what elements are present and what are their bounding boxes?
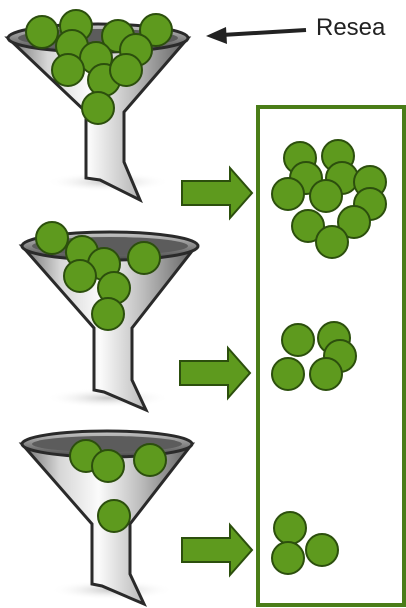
green-ball xyxy=(91,297,125,331)
green-ball xyxy=(127,241,161,275)
green-ball xyxy=(305,533,339,567)
right-arrow-icon xyxy=(179,345,252,401)
results-box xyxy=(256,105,406,607)
green-ball xyxy=(309,357,343,391)
right-arrow-icon xyxy=(181,165,254,221)
green-ball xyxy=(35,221,69,255)
green-ball xyxy=(91,449,125,483)
green-ball xyxy=(271,177,305,211)
green-ball xyxy=(273,511,307,545)
green-ball xyxy=(133,443,167,477)
green-ball xyxy=(281,323,315,357)
balls-layer xyxy=(25,9,387,575)
green-ball xyxy=(81,91,115,125)
green-ball xyxy=(25,15,59,49)
left-arrow-icon xyxy=(206,27,307,44)
callout-text: Resea xyxy=(316,14,386,41)
green-ball xyxy=(271,357,305,391)
green-ball xyxy=(337,205,371,239)
green-ball xyxy=(97,499,131,533)
green-ball xyxy=(51,53,85,87)
green-ball xyxy=(271,541,305,575)
green-ball xyxy=(109,53,143,87)
green-ball xyxy=(291,209,325,243)
green-ball xyxy=(63,259,97,293)
green-ball xyxy=(309,179,343,213)
green-ball xyxy=(315,225,349,259)
right-arrow-icon xyxy=(181,522,254,578)
